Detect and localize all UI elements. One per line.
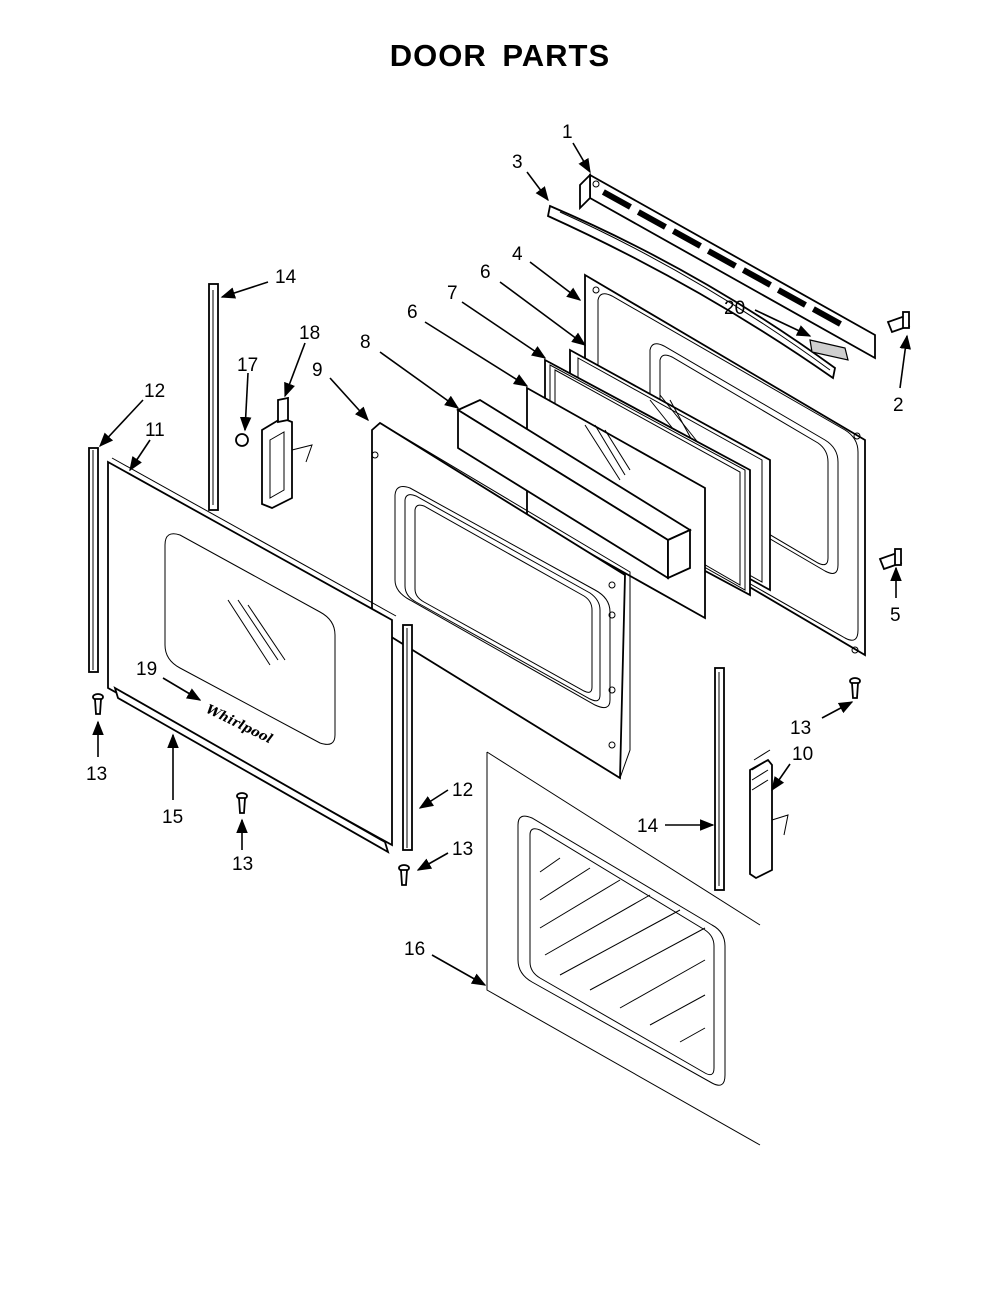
callout-14a: 14 bbox=[275, 267, 297, 288]
part-3-handle bbox=[546, 204, 836, 380]
callout-13b: 13 bbox=[232, 854, 253, 875]
callout-13a: 13 bbox=[86, 764, 107, 785]
callout-19: 19 bbox=[136, 659, 157, 680]
callout-17: 17 bbox=[237, 355, 258, 376]
part-11-outer-door: Whirlpool bbox=[107, 457, 397, 847]
callout-labels: 1 2 3 4 5 6 6 7 8 9 10 11 12 12 13 13 13… bbox=[86, 122, 904, 960]
callout-12a: 12 bbox=[144, 381, 165, 402]
part-16-oven-cavity bbox=[486, 751, 761, 1146]
part-5-screw bbox=[878, 548, 903, 571]
callout-8: 8 bbox=[360, 332, 371, 353]
callout-3: 3 bbox=[512, 152, 523, 173]
callout-9: 9 bbox=[312, 360, 323, 381]
part-17-screw bbox=[235, 433, 249, 447]
callout-4: 4 bbox=[512, 244, 523, 265]
callout-2: 2 bbox=[893, 395, 904, 416]
callout-20: 20 bbox=[724, 298, 745, 319]
callout-7: 7 bbox=[447, 283, 458, 304]
part-14-left-strip bbox=[208, 283, 219, 511]
part-20-clip bbox=[809, 339, 849, 361]
part-2-screw bbox=[886, 311, 911, 334]
callout-6a: 6 bbox=[480, 262, 491, 283]
callout-14b: 14 bbox=[637, 816, 659, 837]
callout-12b: 12 bbox=[452, 780, 473, 801]
page-title: DOOR PARTS bbox=[389, 38, 611, 73]
callout-18: 18 bbox=[299, 323, 320, 344]
callout-1: 1 bbox=[562, 122, 573, 143]
part-13-screws bbox=[92, 677, 861, 886]
callout-13d: 13 bbox=[790, 718, 811, 739]
part-15-bottom-strip bbox=[113, 686, 390, 854]
part-10-hinge bbox=[749, 749, 789, 880]
part-14-right-strip bbox=[714, 667, 725, 891]
callout-13c: 13 bbox=[452, 839, 473, 860]
callout-11: 11 bbox=[145, 420, 165, 441]
callout-15: 15 bbox=[162, 807, 183, 828]
callout-16: 16 bbox=[404, 939, 425, 960]
leader-lines bbox=[92, 142, 911, 986]
part-8-insulation bbox=[456, 398, 692, 580]
part-1-vent-trim bbox=[579, 172, 876, 360]
callout-5: 5 bbox=[890, 605, 901, 626]
part-18-hinge bbox=[261, 396, 313, 509]
part-12-right-trim bbox=[402, 624, 413, 851]
callout-10: 10 bbox=[792, 744, 813, 765]
callout-6b: 6 bbox=[407, 302, 418, 323]
part-9-door-panel bbox=[371, 421, 631, 780]
part-12-left-trim bbox=[88, 447, 99, 673]
